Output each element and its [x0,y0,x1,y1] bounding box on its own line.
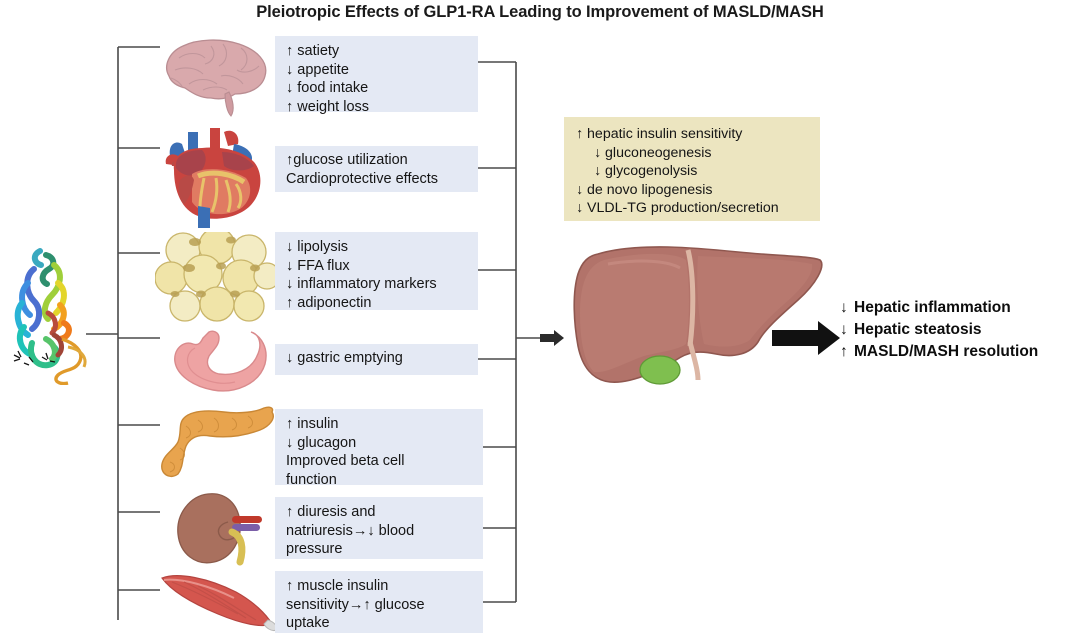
outcome-row: ↑ MASLD/MASH resolution [840,341,1080,363]
brain-illustration [155,32,275,118]
effect-box-brain: ↑ satiety ↓ appetite ↓ food intake ↑ wei… [275,36,478,115]
stomach-illustration [165,330,273,396]
up-arrow-icon: ↑ [840,343,848,360]
outcomes-list: ↓ Hepatic inflammation ↓ Hepatic steatosis… [840,297,1080,363]
outcome-row: ↓ Hepatic inflammation [840,297,1080,319]
hepatic-line: ↑ hepatic insulin sensitivity [576,126,743,142]
outcome-label: MASLD/MASH resolution [854,343,1039,360]
effect-box-stomach: ↓ gastric emptying [275,344,478,375]
effect-box-pancreas: ↑ insulin ↓ glucagon Improved beta cell … [275,409,483,488]
pancreas-illustration [152,404,278,482]
down-arrow-icon: ↓ [840,299,848,316]
outcome-label: Hepatic steatosis [854,321,982,338]
hepatic-line: ↓ VLDL-TG production/secretion [576,200,779,216]
hepatic-effects-box: ↑ hepatic insulin sensitivity ↓ gluconeo… [564,117,820,221]
hepatic-line: ↓ gluconeogenesis [594,144,712,161]
hepatic-line: ↓ glycogenolysis [594,163,698,179]
effect-box-muscle: ↑ muscle insulin sensitivity→↑ glucose u… [275,571,483,633]
liver-illustration [548,234,828,394]
effect-box-heart: ↑glucose utilization Cardioprotective ef… [275,146,478,192]
kidney-illustration [170,492,266,570]
outcome-row: ↓ Hepatic steatosis [840,319,1080,341]
down-arrow-icon: ↓ [840,321,848,338]
skeletal-muscle-illustration [158,570,278,632]
effect-box-kidney: ↑ diuresis and natriuresis→↓ blood press… [275,497,483,559]
figure-title: Pleiotropic Effects of GLP1-RA Leading t… [256,3,824,21]
adipose-tissue-illustration [154,227,281,330]
heart-illustration [158,122,274,228]
hepatic-line: ↓ de novo lipogenesis [576,181,713,198]
glp1-ra-protein-ribbon [2,243,88,386]
outcome-label: Hepatic inflammation [854,299,1011,316]
effect-box-adipose: ↓ lipolysis ↓ FFA flux ↓ inflammatory ma… [275,232,478,311]
